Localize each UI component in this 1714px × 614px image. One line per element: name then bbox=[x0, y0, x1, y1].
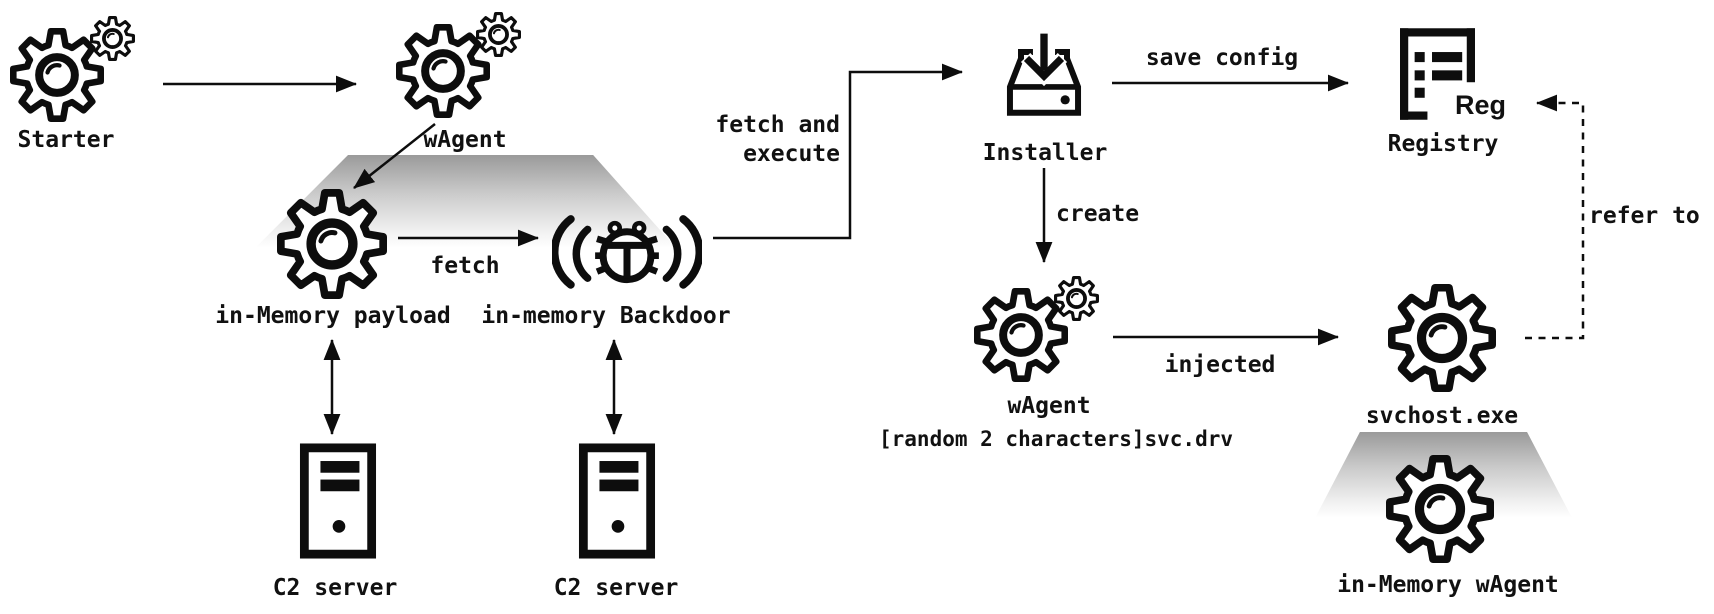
create-edge-label: create bbox=[1056, 201, 1140, 227]
backdoor-label: in-memory Backdoor bbox=[481, 303, 731, 329]
wagent-dropped-label: wAgent bbox=[1007, 393, 1091, 419]
fetch-and-execute-line1: fetch and bbox=[715, 112, 840, 138]
small-gear-icon bbox=[1054, 276, 1099, 321]
svchost-gear-icon bbox=[1388, 284, 1496, 392]
fetch-and-execute-edge-label: fetch and execute bbox=[715, 111, 840, 169]
arrow-svchost-to-registry-refer-dashed bbox=[1525, 94, 1585, 340]
registry-icon-text: Reg bbox=[1455, 90, 1507, 120]
svchost-label: svchost.exe bbox=[1365, 403, 1519, 429]
refer-to-edge-label: refer to bbox=[1589, 203, 1700, 229]
arrow-wagent-to-payload bbox=[353, 123, 436, 189]
starter-node bbox=[10, 14, 140, 124]
c2-server-right-label: C2 server bbox=[553, 575, 679, 601]
wagent-top-node bbox=[396, 10, 526, 120]
c2-server-right-icon bbox=[578, 441, 656, 561]
wagent-dropped-filename: [random 2 characters]svc.drv bbox=[878, 427, 1234, 451]
save-config-edge-label: save config bbox=[1145, 45, 1299, 71]
fetch-and-execute-line2: execute bbox=[743, 140, 840, 167]
arrow-backdoor-to-installer bbox=[713, 63, 964, 240]
c2-server-left-icon bbox=[299, 441, 377, 561]
starter-label: Starter bbox=[17, 127, 115, 153]
installer-label: Installer bbox=[982, 140, 1108, 166]
backdoor-bug-signal-icon bbox=[552, 202, 702, 300]
payload-label: in-Memory payload bbox=[215, 303, 451, 329]
payload-gear-icon bbox=[277, 189, 387, 299]
fetch-edge-label: fetch bbox=[430, 253, 500, 279]
in-memory-wagent-gear-icon bbox=[1386, 455, 1494, 563]
wagent-dropped-node bbox=[974, 274, 1104, 384]
injected-edge-label: injected bbox=[1164, 352, 1276, 378]
small-gear-icon bbox=[476, 12, 521, 57]
registry-label: Registry bbox=[1387, 131, 1499, 157]
small-gear-icon bbox=[90, 16, 135, 61]
installer-drive-icon bbox=[998, 28, 1090, 133]
in-memory-wagent-label: in-Memory wAgent bbox=[1337, 572, 1559, 598]
c2-server-left-label: C2 server bbox=[272, 575, 398, 601]
wagent-top-label: wAgent bbox=[423, 127, 507, 153]
